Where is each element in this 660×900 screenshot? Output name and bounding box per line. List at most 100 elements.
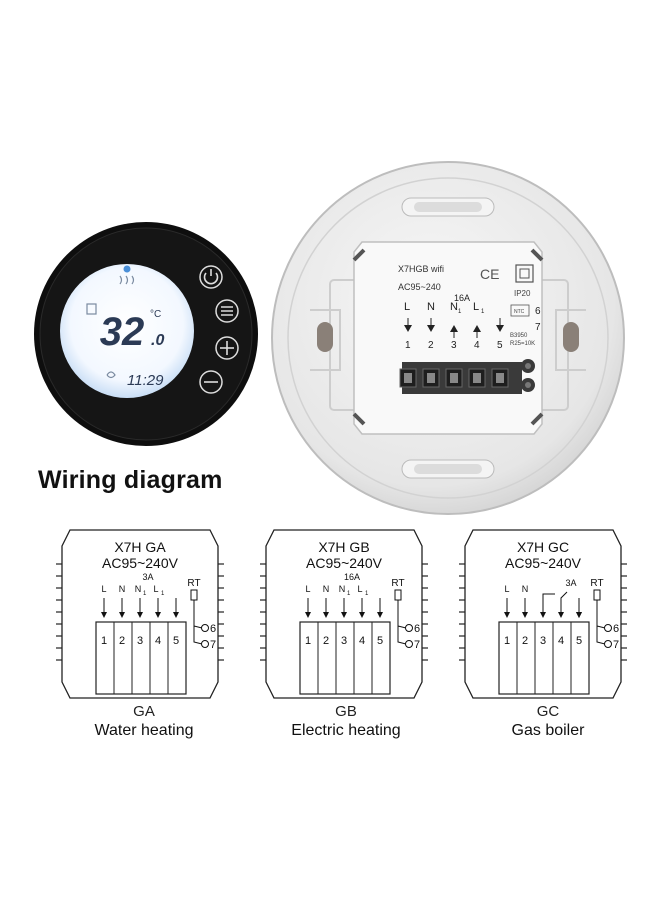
terminal-number-4: 4: [359, 635, 365, 647]
hand-icon: [106, 371, 116, 379]
wire-label-sub-4: 1: [365, 591, 369, 597]
terminal-strip: [95, 621, 187, 695]
double-insulation-icon: [515, 264, 534, 283]
caption-name-gc: Gas boiler: [511, 722, 585, 739]
terminal-number-2: 2: [119, 635, 125, 647]
terminal-number-4: 4: [155, 635, 161, 647]
terminal-number-2: 2: [522, 635, 528, 647]
heat-icon: [119, 275, 135, 285]
terminal-letter-4: L: [473, 301, 479, 313]
wire-label-3: N: [339, 584, 346, 594]
sensor-spec-1: B3950: [510, 333, 528, 339]
wire-label-sub-3: 1: [143, 591, 147, 597]
terminal-number-3: 3: [451, 340, 457, 351]
terminal-number-4: 4: [474, 340, 480, 351]
wire-label-3: N: [135, 584, 142, 594]
terminal-number-1: 1: [305, 635, 311, 647]
input-arrow-1: [404, 325, 412, 332]
terminal-number-5: 5: [377, 635, 383, 647]
sensor-terminal-6: [604, 624, 612, 632]
terminal-letter-3: N: [450, 301, 458, 313]
ntc-box: [510, 304, 530, 317]
wire-label-sub-4: 1: [161, 591, 165, 597]
wire-label-2: N: [119, 584, 126, 594]
terminal-number-2: 2: [428, 340, 434, 351]
sensor-terminal-7: [201, 640, 209, 648]
caption-code-ga: GA: [133, 703, 155, 720]
power-icon: [203, 272, 219, 285]
diagram-current: 3A: [565, 578, 576, 588]
terminal-letter-1: L: [404, 301, 410, 313]
sensor-number-6: 6: [414, 623, 420, 635]
unit-current: 16A: [454, 293, 470, 303]
plus-button[interactable]: [215, 336, 239, 360]
ntc-label: NTC: [514, 309, 525, 315]
rt-label: RT: [187, 578, 200, 589]
terminal-number-5: 5: [173, 635, 179, 647]
sensor-terminal-6: [405, 624, 413, 632]
terminal-strip: [498, 621, 590, 695]
terminal-strip: [299, 621, 391, 695]
sensor-spec-2: R25=10K: [510, 341, 535, 347]
caption-code-gb: GB: [335, 703, 357, 720]
sensor-terminal-6: [201, 624, 209, 632]
output-arrow-3: [450, 325, 458, 332]
terminal-number-5: 5: [576, 635, 582, 647]
sensor-number-7: 7: [613, 639, 619, 651]
temperature-unit: °C: [150, 309, 161, 320]
lcd-display: [60, 264, 194, 398]
relay-contact: [542, 593, 555, 598]
output-arrow-4: [473, 325, 481, 332]
diagram-title: X7H GB: [318, 539, 369, 555]
wire-label-2: N: [522, 584, 529, 594]
sensor-number-7: 7: [414, 639, 420, 651]
sensor-terminal-7: 7: [535, 322, 541, 333]
diagram-title: X7H GC: [517, 539, 569, 555]
ce-mark: CE: [480, 266, 499, 282]
input-arrow-5: [496, 325, 504, 332]
rt-label: RT: [391, 578, 404, 589]
wire-label-1: L: [101, 584, 106, 594]
wire-label-2: N: [323, 584, 330, 594]
terminal-letter-2: N: [427, 301, 435, 313]
wire-label-1: L: [504, 584, 509, 594]
wire-label-1: L: [305, 584, 310, 594]
terminal-number-1: 1: [101, 635, 107, 647]
sensor-terminal-7: [405, 640, 413, 648]
unit-model: X7HGB wifi: [398, 264, 444, 274]
sensor-number-6: 6: [613, 623, 619, 635]
terminal-number-5: 5: [497, 340, 503, 351]
thermostat-front: 32 .0 °C 11:29: [34, 222, 258, 446]
page-title: Wiring diagram: [38, 466, 223, 494]
temperature-value: 32: [100, 310, 145, 354]
menu-button[interactable]: [215, 299, 239, 323]
ip-rating: IP20: [514, 289, 531, 298]
schedule-icon: [86, 303, 97, 315]
power-button[interactable]: [199, 265, 223, 289]
wire-label-4: L: [357, 584, 362, 594]
diagram-voltage: AC95~240V: [102, 555, 179, 571]
terminal-number-3: 3: [540, 635, 546, 647]
minus-button[interactable]: [199, 370, 223, 394]
rt-label: RT: [590, 578, 603, 589]
diagram-voltage: AC95~240V: [306, 555, 383, 571]
sensor-terminal-7: [604, 640, 612, 648]
sensor-number-7: 7: [210, 639, 216, 651]
sensor-terminal-6: 6: [535, 306, 541, 317]
plus-icon: [220, 341, 234, 355]
wire-label-4: L: [153, 584, 158, 594]
sensor-number-6: 6: [210, 623, 216, 635]
menu-icon: [221, 306, 233, 316]
temperature-decimal: .0: [151, 332, 164, 349]
terminal-number-1: 1: [504, 635, 510, 647]
terminal-number-3: 3: [137, 635, 143, 647]
caption-name-ga: Water heating: [94, 722, 194, 739]
terminal-number-1: 1: [405, 340, 411, 351]
drop-icon: [123, 265, 131, 273]
diagram-current: 16A: [344, 572, 360, 582]
terminal-letter-sub-4: 1: [481, 309, 485, 315]
